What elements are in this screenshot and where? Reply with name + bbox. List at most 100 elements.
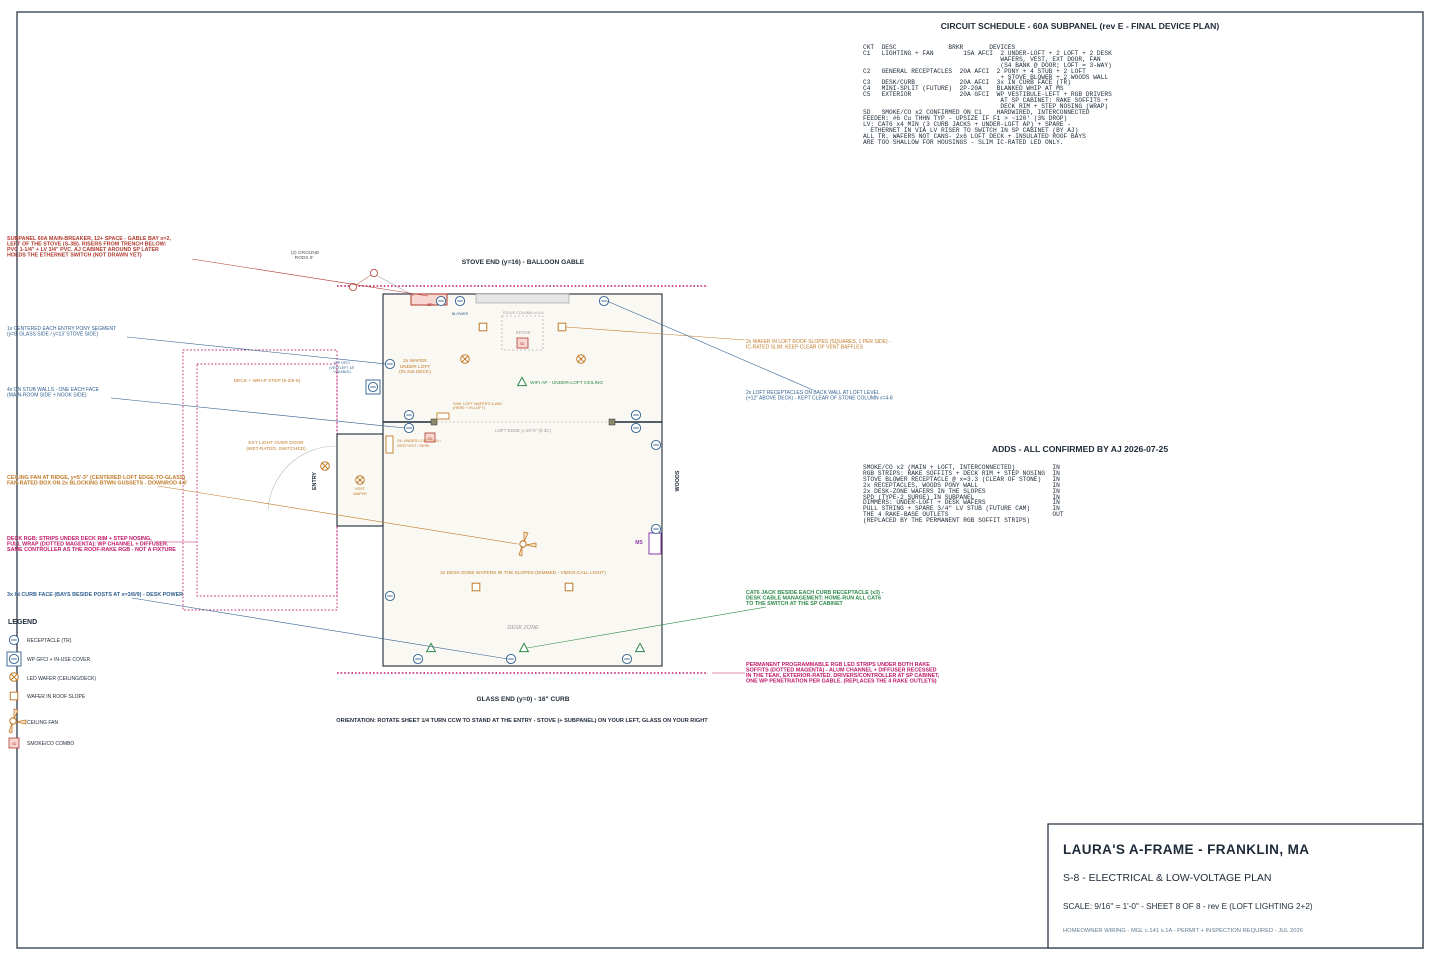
legend-title: LEGEND xyxy=(8,619,37,626)
callout-rgb-4: ONE WP PENETRATION PER GABLE. (REPLACES … xyxy=(746,679,937,685)
adds-line: SPD (TYPE-2 SURGE) IN SUBPANEL IN xyxy=(863,493,1060,501)
desk-wafers-label: 2x DESK-ZONE WAFERS IN THE SLOPES (DIMME… xyxy=(440,570,606,576)
receptacle-icon xyxy=(384,358,396,370)
receptacle-icon xyxy=(384,590,396,602)
under-loft-wafer-label: 2x WAFER xyxy=(403,358,427,364)
smoke-co-under-loft xyxy=(424,432,436,443)
adds-table: SMOKE/CO x2 (MAIN + LOFT, INTERCONNECTED… xyxy=(863,464,1064,525)
title-block xyxy=(1047,823,1424,949)
s3w-label: S3W: LOFT WAFERS 3-WAY xyxy=(453,402,503,406)
stove-column xyxy=(475,293,570,304)
legend-item-receptacle: RECEPTACLE (TR) xyxy=(27,638,72,644)
adds-line: (REPLACED BY THE PERMANENT RGB SOFFIT ST… xyxy=(863,517,1031,525)
main-floor-outline xyxy=(382,293,663,667)
under-loft-wafer-label-2: UNDER LOFT xyxy=(400,364,431,370)
ground-rod xyxy=(348,282,357,291)
callout-curb: 3x IN CURB FACE (BAYS BESIDE POSTS AT x=… xyxy=(7,592,183,598)
receptacle-icon xyxy=(630,409,642,421)
under-loft-wafer-label-3: (IN 2x6 DECK) xyxy=(399,369,431,375)
subpanel xyxy=(410,293,448,306)
schedule-line: C5 EXTERIOR 20A GFCI WP VESTIBULE-LEFT +… xyxy=(863,91,1112,99)
sheet-scale: SCALE: 9/16" = 1'-0" - SHEET 8 OF 8 - re… xyxy=(1063,902,1313,911)
schedule-line: C4 MINI-SPLIT (FUTURE) 2P-20A BLANKED WH… xyxy=(863,85,1064,93)
schedule-line: (S4 BANK @ DOOR; LOFT = 3-WAY) xyxy=(863,61,1112,69)
roof-slope-wafer-icon xyxy=(557,322,567,332)
s4-label: S4: UNDER-LOFT / FAN / xyxy=(397,439,442,443)
receptacle-icon xyxy=(621,653,633,665)
callout-rgb-2: SOFFITS (DOTTED MAGENTA) - ALUM CHANNEL … xyxy=(746,668,937,674)
schedule-line: AT SP CABINET: RAKE SOFFITS + xyxy=(863,97,1109,105)
schedule-line: DECK RIM + STEP NOSING (WRAP) xyxy=(863,103,1109,111)
wifi-ap-label: WIFI AP - UNDER-LOFT CEILING xyxy=(530,380,603,386)
schedule-line: WAFERS, VEST, EXT DOOR, FAN xyxy=(863,55,1101,63)
callout-loft-recep: 2x LOFT RECEPTACLES ON BACK WALL AT LOFT… xyxy=(746,390,880,396)
wp-gfci-label: WP GFCI xyxy=(334,361,349,365)
wp-gfci-icon xyxy=(367,381,379,393)
legend-item-wp-gfci: WP GFCI + IN-USE COVER xyxy=(27,657,90,663)
receptacle-icon xyxy=(403,422,415,434)
receptacle-icon xyxy=(630,422,642,434)
led-wafer-icon xyxy=(576,354,586,364)
sp-label: SP xyxy=(427,302,433,307)
ms-label: MS xyxy=(635,540,643,546)
roof-slope-wafer-icon xyxy=(564,582,574,592)
callout-fan: CEILING FAN AT RIDGE, y=5'-3" (CENTERED … xyxy=(7,475,185,481)
sd-label: SD xyxy=(520,342,525,346)
legend-item-roof-wafer: WAFER IN ROOF SLOPE xyxy=(27,694,86,700)
leader-subpanel xyxy=(191,258,429,297)
callout-fan-2: FAN-RATED BOX ON 2x BLOCKING BTWN GUSSET… xyxy=(7,481,188,487)
sd-label: SD xyxy=(428,437,433,441)
stove-outline xyxy=(501,315,544,351)
led-wafer-icon xyxy=(355,475,365,485)
callout-pony-2: (y=8' GLASS SIDE / y=13' STOVE SIDE) xyxy=(7,332,98,338)
ground-rods-label: (2) GROUND xyxy=(291,250,320,256)
callout-rgb-3: IN THE TEAK, EXTERIOR-RATED. DRIVERS/CON… xyxy=(746,673,940,679)
loft-edge-label: LOFT EDGE y=10'-6" (5-3C) xyxy=(495,428,551,433)
schedule-line: SD SMOKE/CO x2 CONFIRMED ON C1 HARDWIRED… xyxy=(863,108,1090,116)
orientation-note: ORIENTATION: ROTATE SHEET 1/4 TURN CCW T… xyxy=(336,718,708,724)
schedule-line: C2 GENERAL RECEPTACLES 20A AFCI 2 PONY +… xyxy=(863,67,1086,75)
deck-step-label: DECK + WRAP STEP (5-2/5-6) xyxy=(234,378,301,384)
legend-roof-wafer-icon xyxy=(9,691,19,701)
legend-sd-label: SD xyxy=(12,742,17,746)
legend-item-ceiling-fan: CEILING FAN xyxy=(27,720,59,726)
mini-split-unit xyxy=(648,532,662,555)
receptacle-icon xyxy=(403,409,415,421)
door-swing xyxy=(267,445,337,511)
callout-subpanel: SUBPANEL 60A MAIN-BREAKER, 12+ SPACE - G… xyxy=(7,236,171,242)
vest-wafer-label-2: WAFER xyxy=(353,492,367,496)
leader-cat6 xyxy=(526,606,767,649)
receptacle-icon xyxy=(650,523,662,535)
adds-line: PULL STRING + SPARE 3/4" LV STUB (FUTURE… xyxy=(863,505,1060,513)
schedule-line: C3 DESK/CURB 20A AFCI 3x IN CURB FACE (T… xyxy=(863,79,1071,87)
stove-column-label: STOVE COLUMN x=3-8 xyxy=(503,311,544,315)
blower-label: BLOWER xyxy=(452,312,469,316)
receptacle-icon xyxy=(650,439,662,451)
s3w-label-2: (HERE + IN LOFT) xyxy=(453,406,486,410)
callout-roof-wafer: 2x WAFER IN LOFT ROOF SLOPES (SQUARES, 1… xyxy=(746,339,891,345)
legend-item-led-wafer: LED WAFER (CEILING/DECK) xyxy=(27,676,96,682)
callout-subpanel-4: HOLDS THE ETHERNET SWITCH (NOT DRAWN YET… xyxy=(7,253,142,259)
callout-deck-rgb-2: FULL WRAP (DOTTED MAGENTA); WP CHANNEL +… xyxy=(7,542,169,548)
roof-slope-wafer-icon xyxy=(471,582,481,592)
schedule-line: ALL TR. WAFERS NOT CANS- 2x6 LOFT DECK +… xyxy=(863,132,1086,140)
callout-cat6-3: TO THE SWITCH AT THE SP CABINET xyxy=(746,601,844,607)
receptacle-icon xyxy=(412,653,424,665)
stove-label: STOVE xyxy=(516,330,531,335)
ext-light-label-2: (WET-RATED, SWITCHED) xyxy=(246,446,306,452)
s3w-switch xyxy=(436,412,450,420)
smoke-co-loft xyxy=(516,337,529,349)
legend-wp-gfci-icon xyxy=(8,653,20,665)
permit-note: HOMEOWNER WIRING - MGL c.141 s.1A - PERM… xyxy=(1063,928,1303,934)
schedule-line: LV: CAT6 x4 MIN (3 CURB JACKS + UNDER-LO… xyxy=(863,120,1071,128)
sheet-subtitle: S-8 - ELECTRICAL & LOW-VOLTAGE PLAN xyxy=(1063,872,1272,884)
adds-line: RGB STRIPS: RAKE SOFFITS + DECK RIM + ST… xyxy=(863,469,1060,477)
wp-gfci-label-2: (VESTLEFT 18" xyxy=(329,366,355,370)
callout-subpanel-2: LEFT OF THE STOVE (S-3B). RISERS FROM TR… xyxy=(7,242,167,248)
post-right xyxy=(608,418,616,426)
callout-pony: 1x CENTERED EACH ENTRY PONY SEGMENT xyxy=(7,326,116,332)
stove-end-label: STOVE END (y=16) - BALLOON GABLE xyxy=(462,259,585,266)
entry-label: ENTRY xyxy=(312,472,318,490)
adds-line: 2x RECEPTACLES, WOODS PONY WALL IN xyxy=(863,481,1060,489)
